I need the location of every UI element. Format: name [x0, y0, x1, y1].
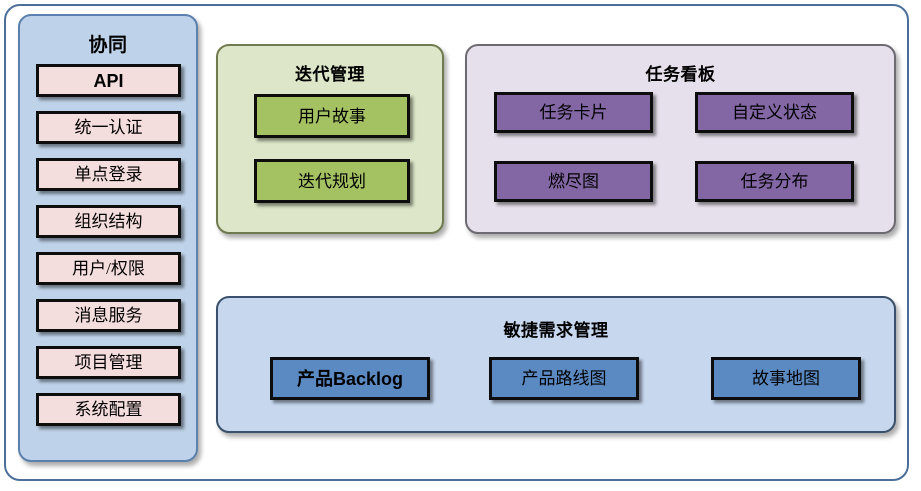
taskboard-item-burndown-chart[interactable]: 燃尽图 [494, 161, 653, 202]
taskboard-item-task-card-label: 任务卡片 [539, 103, 608, 122]
agile-item-product-backlog-label: 产品Backlog [296, 368, 404, 389]
collab-item-project-management[interactable]: 项目管理 [36, 346, 181, 379]
panel-iteration-management[interactable]: 迭代管理 用户故事 迭代规划 [216, 44, 444, 234]
agile-item-product-backlog[interactable]: 产品Backlog [270, 357, 430, 400]
iteration-item-iteration-planning-label: 迭代规划 [298, 171, 366, 191]
panel-collaboration[interactable]: 协同 API 统一认证 单点登录 组织结构 用户/权限 消息服务 项目管理 系统… [18, 14, 198, 462]
collab-item-org-structure-label: 组织结构 [74, 212, 143, 231]
agile-item-story-map[interactable]: 故事地图 [711, 357, 861, 400]
taskboard-item-custom-status-label: 自定义状态 [732, 103, 817, 122]
collab-item-system-config-label: 系统配置 [74, 400, 143, 419]
iteration-item-user-story-label: 用户故事 [298, 106, 366, 126]
panel-iteration-management-title: 迭代管理 [295, 65, 365, 84]
collab-item-unified-auth-label: 统一认证 [74, 118, 143, 137]
agile-item-story-map-label: 故事地图 [752, 369, 820, 388]
agile-item-product-roadmap-label: 产品路线图 [521, 369, 607, 388]
collab-item-org-structure[interactable]: 组织结构 [36, 205, 181, 238]
taskboard-item-burndown-chart-label: 燃尽图 [548, 172, 599, 191]
panel-agile-requirement-management-title: 敏捷需求管理 [503, 321, 609, 340]
iteration-item-user-story[interactable]: 用户故事 [254, 94, 410, 138]
collab-item-api-label: API [93, 70, 124, 91]
panel-collaboration-title: 协同 [88, 35, 128, 56]
collab-item-message-service[interactable]: 消息服务 [36, 299, 181, 332]
collab-item-user-permission-label: 用户/权限 [72, 259, 145, 278]
taskboard-item-task-card[interactable]: 任务卡片 [494, 92, 653, 133]
collab-item-api[interactable]: API [36, 64, 181, 97]
iteration-item-iteration-planning[interactable]: 迭代规划 [254, 159, 410, 203]
taskboard-item-custom-status[interactable]: 自定义状态 [695, 92, 854, 133]
collab-item-unified-auth[interactable]: 统一认证 [36, 111, 181, 144]
collab-item-user-permission[interactable]: 用户/权限 [36, 252, 181, 285]
agile-item-product-roadmap[interactable]: 产品路线图 [489, 357, 639, 400]
panel-task-board-title: 任务看板 [645, 65, 716, 84]
panel-task-board[interactable]: 任务看板 任务卡片 自定义状态 燃尽图 任务分布 [465, 44, 896, 234]
collab-item-sso[interactable]: 单点登录 [36, 158, 181, 191]
taskboard-item-task-distribution[interactable]: 任务分布 [695, 161, 854, 202]
panel-agile-requirement-management[interactable]: 敏捷需求管理 产品Backlog 产品路线图 故事地图 [216, 296, 896, 433]
collab-item-sso-label: 单点登录 [74, 165, 143, 184]
taskboard-item-task-distribution-label: 任务分布 [740, 172, 809, 191]
collab-item-system-config[interactable]: 系统配置 [36, 393, 181, 426]
collab-item-message-service-label: 消息服务 [74, 306, 143, 325]
collab-item-project-management-label: 项目管理 [74, 353, 143, 372]
